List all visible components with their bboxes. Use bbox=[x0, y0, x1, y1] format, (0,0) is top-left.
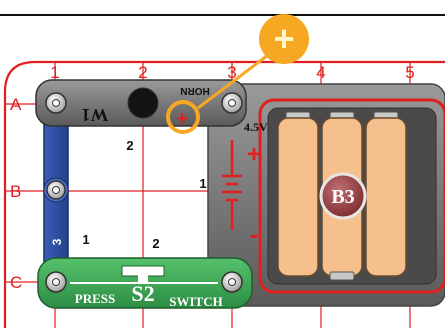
battery-pack-b3[interactable]: B3 4.5V + - 1 bbox=[199, 83, 445, 307]
horn-wire-label: 2 bbox=[126, 138, 133, 153]
base-grid-outline bbox=[3, 60, 445, 328]
switch-wire-label-2: 2 bbox=[152, 236, 159, 251]
battery-symbol-icon bbox=[222, 140, 242, 230]
row-label-b: B bbox=[10, 182, 21, 201]
battery-id: B3 bbox=[331, 186, 354, 208]
column-label-4: 4 bbox=[316, 63, 325, 82]
column-label-1: 1 bbox=[50, 63, 59, 82]
switch-wire-label-1: 1 bbox=[82, 232, 89, 247]
column-label-3: 3 bbox=[227, 63, 236, 82]
switch-label-left: PRESS bbox=[75, 291, 115, 306]
press-switch-s2[interactable]: PRESS S2 SWITCH 2 bbox=[37, 236, 253, 309]
horn-w1[interactable]: W1 HORN + 2 bbox=[35, 79, 247, 153]
snap-post-b1 bbox=[46, 180, 66, 200]
horn-speaker-icon bbox=[127, 87, 159, 119]
callout-plus-icon: + bbox=[273, 18, 294, 59]
battery-minus-sign: - bbox=[250, 219, 259, 249]
battery-voltage: 4.5V bbox=[244, 120, 268, 134]
jumper-label: 3 bbox=[50, 238, 64, 245]
b3-badge bbox=[319, 172, 367, 220]
highlight-ring bbox=[166, 100, 200, 134]
plus-callout: + bbox=[166, 14, 309, 134]
top-rule bbox=[0, 14, 445, 16]
row-label-a: A bbox=[10, 95, 22, 114]
column-label-2: 2 bbox=[138, 63, 147, 82]
column-labels: 1 2 3 4 5 bbox=[50, 63, 414, 82]
horn-id: W1 bbox=[82, 105, 109, 125]
switch-id: S2 bbox=[131, 281, 154, 306]
horn-label: HORN bbox=[180, 85, 209, 96]
column-label-5: 5 bbox=[405, 63, 414, 82]
horn-plus-sign: + bbox=[176, 108, 188, 130]
row-label-c: C bbox=[10, 273, 22, 292]
battery-plus-sign: + bbox=[247, 141, 261, 168]
row-labels: A B C bbox=[10, 95, 22, 292]
switch-label-right: SWITCH bbox=[169, 294, 222, 309]
battery-wire-label: 1 bbox=[199, 176, 206, 191]
callout-badge bbox=[259, 14, 309, 64]
